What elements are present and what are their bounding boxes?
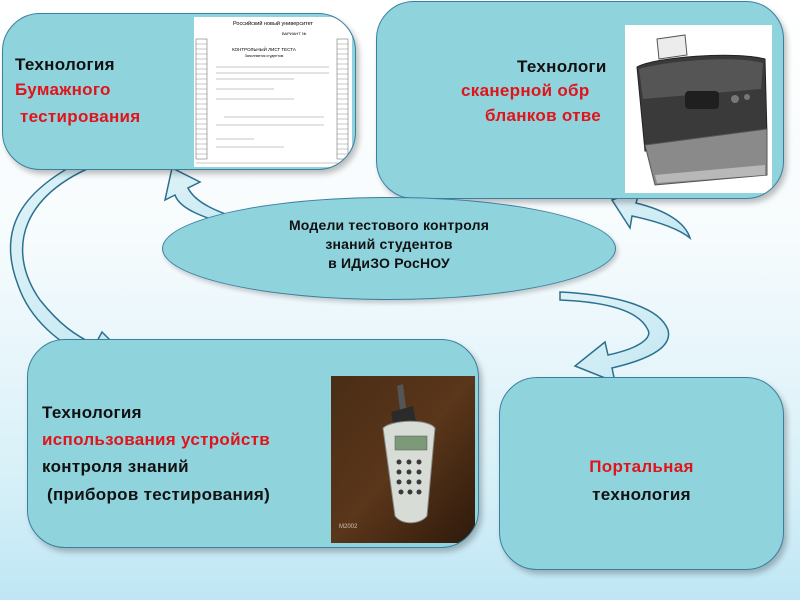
card-scanner: Технологи сканерной обр бланков отве [376,1,784,199]
card-device: Технология использования устройств контр… [27,339,479,548]
center-line3: в ИДиЗО РосНОУ [328,255,450,271]
testing-device-image: M2002 [331,376,475,543]
form-university: Российский новый университет [233,20,314,27]
card-device-line2: использования устройств [42,430,270,449]
center-line1: Модели тестового контроля [288,217,490,233]
card-paper-line2: Бумажного [15,80,111,99]
card-portal-line1: Портальная [589,457,694,476]
device-caption: M2002 [339,524,358,530]
card-device-line3: контроля знаний [42,457,189,476]
form-subtitle: Заполняется студентом [245,54,284,58]
card-scanner-title: Технологи [517,57,607,76]
test-form-image: Российский новый университет ВАРИАНТ № К… [194,17,352,167]
card-paper-line3: тестирования [15,107,141,126]
form-lines [196,43,348,164]
card-portal: Портальная технология [499,377,784,570]
card-device-title: Технология [42,403,142,422]
card-paper-title: Технология [15,55,115,74]
center-models-ellipse: Модели тестового контроля знаний студент… [162,197,616,300]
form-title: КОНТРОЛЬНЫЙ ЛИСТ ТЕСТА [232,45,296,52]
card-device-line4: (приборов тестирования) [42,485,271,504]
card-scanner-line3: бланков отве [485,106,602,125]
card-portal-line2: технология [592,485,691,504]
card-scanner-line2: сканерной обр [461,81,590,100]
scanner-image [625,25,772,193]
card-paper-testing: Технология Бумажного тестирования Россий… [2,13,356,170]
form-variant: ВАРИАНТ № [282,31,306,36]
arrow-right [559,291,670,384]
center-line2: знаний студентов [325,236,453,252]
